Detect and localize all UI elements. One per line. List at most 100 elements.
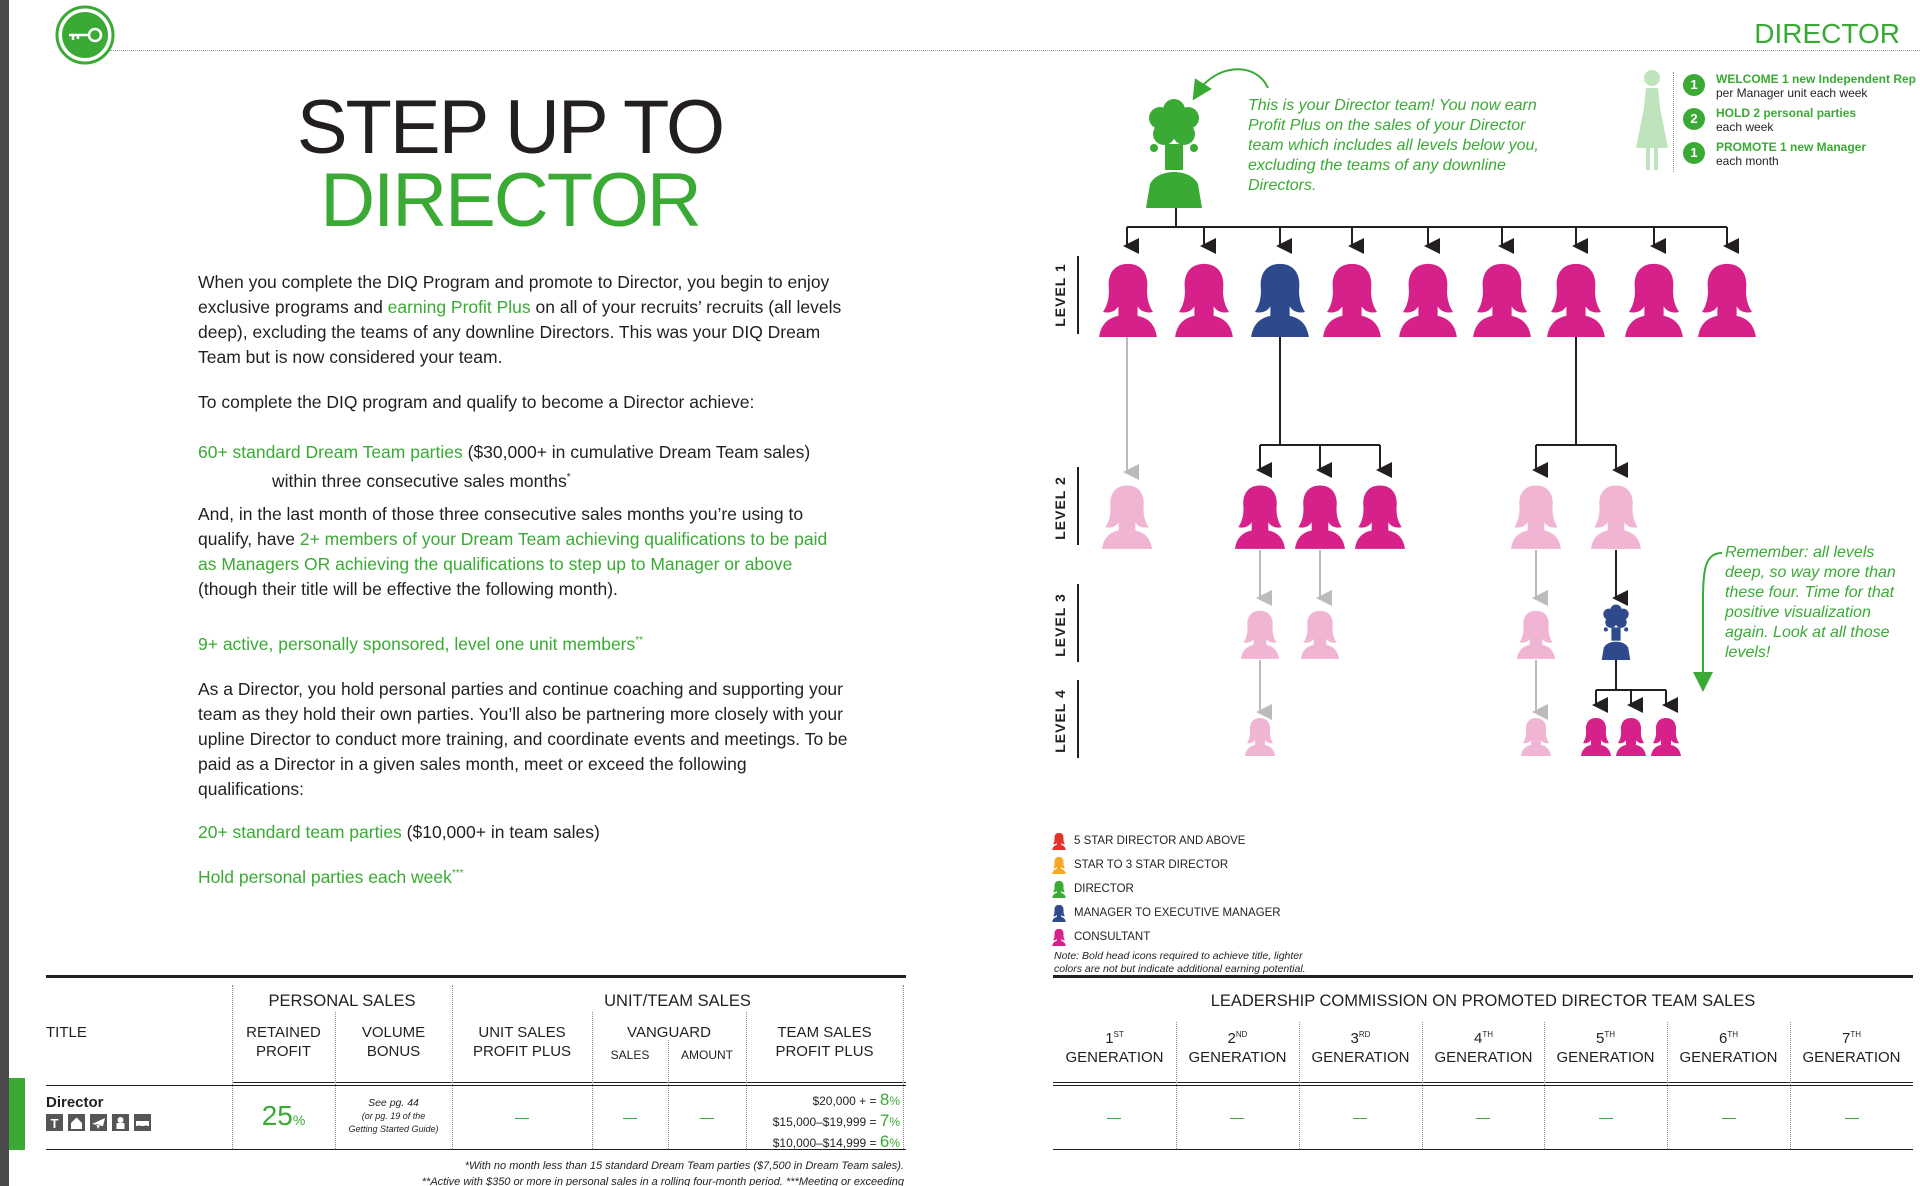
level-1-bracket	[1077, 256, 1079, 334]
generation-dash	[1353, 1118, 1367, 1119]
person-icon	[112, 1114, 129, 1131]
requirement-personal-parties: Hold personal parties each week***	[198, 866, 464, 887]
legend-director: DIRECTOR	[1074, 883, 1134, 895]
page-title-line1: STEP UP TO	[296, 85, 725, 170]
requirement-dream-team-parties: 60+ standard Dream Team parties ($30,000…	[198, 442, 811, 491]
table-top-rule	[1053, 975, 1913, 978]
qualify-paragraph: To complete the DIQ program and qualify …	[198, 392, 755, 412]
col-vanguard-sales: SALES	[610, 1048, 650, 1062]
col-sep	[1544, 1022, 1545, 1149]
requirement-level-one-members: 9+ active, personally sponsored, level o…	[198, 633, 644, 654]
fashion-figure	[1632, 68, 1672, 177]
car-icon	[134, 1114, 151, 1131]
group-unit-team-sales: UNIT/TEAM SALES	[604, 992, 751, 1010]
level-2-bracket	[1077, 467, 1079, 545]
leadership-heading: LEADERSHIP COMMISSION ON PROMOTED DIRECT…	[1210, 992, 1756, 1010]
footnote-2: **Active with $350 or more in personal s…	[421, 1176, 904, 1186]
generation-dash	[1845, 1118, 1859, 1119]
table-row-rule-2	[46, 1085, 906, 1086]
col-sep	[1667, 1022, 1668, 1149]
footnote-1: *With no month less than 15 standard Dre…	[464, 1160, 904, 1172]
table-row-rule-2	[1053, 1085, 1913, 1086]
generation-dash	[1599, 1118, 1613, 1119]
generation-dash	[1230, 1118, 1244, 1119]
bullet-number: 1	[1683, 74, 1705, 96]
legend-note: Note: Bold head icons required to achiev…	[1054, 950, 1306, 975]
col-sep	[746, 1012, 747, 1149]
legend-star-director: STAR TO 3 STAR DIRECTOR	[1074, 859, 1229, 871]
level-3-figures	[1241, 604, 1631, 660]
header-rule	[110, 50, 1920, 51]
house-icon	[68, 1114, 85, 1131]
tier-1: $20,000 + = 8%	[812, 1090, 900, 1109]
level-1-figures	[1099, 263, 1756, 337]
col-vanguard-amount: AMOUNT	[681, 1048, 733, 1062]
director-paragraph: As a Director, you hold personal parties…	[198, 679, 848, 799]
table-bottom-rule	[46, 1149, 906, 1150]
all-levels-reminder: Remember: all levels deep, so way more t…	[1725, 544, 1896, 661]
row-vanguard-amount-dash	[700, 1118, 714, 1119]
key-icon	[55, 5, 115, 65]
tier-3: $10,000–$14,999 = 6%	[772, 1132, 900, 1151]
row-unit-sales-dash	[515, 1118, 529, 1119]
managers-paragraph: And, in the last month of those three co…	[198, 504, 828, 599]
row-retained-profit: 25%	[261, 1100, 306, 1131]
col-sep	[1790, 1022, 1791, 1149]
col-sep	[452, 985, 453, 1149]
col-sep	[335, 1012, 336, 1149]
row-title-icons: T	[46, 1114, 156, 1132]
level-3-bracket	[1077, 584, 1079, 662]
caption-arrow	[1192, 68, 1269, 101]
group-personal-sales: PERSONAL SALES	[268, 992, 416, 1010]
table-row-rule	[232, 1082, 906, 1083]
level-4-figures	[1245, 718, 1681, 756]
table-bottom-rule	[1053, 1149, 1913, 1150]
col-sep	[592, 1012, 593, 1149]
bullets-divider	[1673, 72, 1674, 172]
table-top-rule	[46, 975, 906, 978]
col-sep	[668, 1040, 669, 1149]
level-2-figures	[1102, 485, 1641, 549]
row-team-profit-plus-tiers: $20,000 + = 8% $15,000–$19,999 = 7% $10,…	[752, 1090, 900, 1153]
generation-dash	[1107, 1118, 1121, 1119]
plane-icon	[90, 1114, 107, 1131]
col-vanguard: VANGUARD	[627, 1024, 711, 1041]
row-accent-bar	[9, 1078, 25, 1150]
legend-swatches	[1052, 832, 1066, 946]
key-logo	[55, 5, 115, 65]
requirement-team-parties: 20+ standard team parties ($10,000+ in t…	[198, 822, 600, 842]
bullet-number: 2	[1683, 108, 1705, 130]
table-row-rule	[1053, 1082, 1913, 1083]
legend-manager: MANAGER TO EXECUTIVE MANAGER	[1074, 907, 1281, 919]
section-label: DIRECTOR	[1754, 18, 1900, 49]
t-icon: T	[46, 1114, 63, 1131]
col-sep	[232, 985, 233, 1149]
legend-5-star-director: 5 STAR DIRECTOR AND ABOVE	[1074, 835, 1246, 847]
left-edge-bar	[0, 0, 9, 1186]
tier-2: $15,000–$19,999 = 7%	[772, 1111, 900, 1130]
page-title-line2: DIRECTOR	[320, 158, 702, 243]
svg-text:T: T	[51, 1116, 59, 1131]
intro-paragraph: When you complete the DIQ Program and pr…	[198, 272, 842, 367]
col-title: TITLE	[46, 1024, 87, 1041]
reminder-arrow	[1693, 552, 1723, 692]
org-chart	[1099, 68, 1756, 756]
col-sep	[1422, 1022, 1423, 1149]
bullet-number: 1	[1683, 142, 1705, 164]
col-sep	[1299, 1022, 1300, 1149]
